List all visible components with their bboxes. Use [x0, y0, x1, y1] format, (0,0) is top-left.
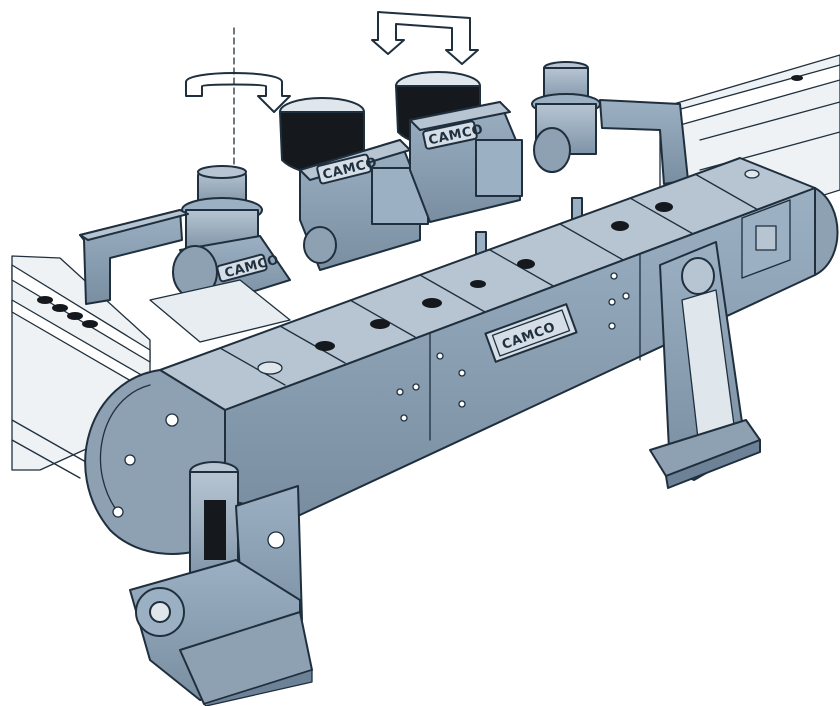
rotate-arrow-icon — [185, 27, 291, 171]
drive-motor — [129, 461, 313, 706]
rotary-table-left: CAMCO — [149, 165, 291, 343]
cam-unit-left: CAMCO — [299, 139, 429, 271]
brand-plate: CAMCO — [484, 303, 578, 363]
rail-holes-left — [37, 296, 98, 328]
background-rail-left — [11, 255, 151, 479]
slat-holes — [257, 169, 760, 375]
cam-unit-right: CAMCO — [409, 101, 523, 223]
support-leg-right — [649, 241, 761, 489]
rotary-table-right — [531, 61, 689, 185]
rotate-arrow-icon — [371, 11, 479, 65]
rivets — [112, 272, 630, 518]
support-arm-left — [79, 209, 189, 305]
